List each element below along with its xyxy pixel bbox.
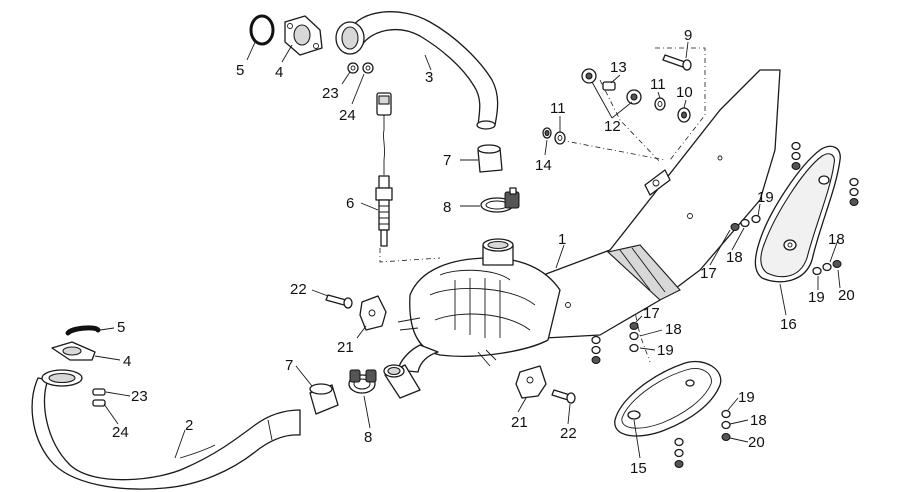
part-upper-pipe	[335, 11, 499, 130]
part-washer-11-left	[554, 131, 566, 145]
part-washers-center-17-18-19	[591, 322, 639, 364]
label-part-22: 22	[560, 425, 577, 442]
label-part-15: 15	[630, 460, 647, 477]
part-bolt-9	[662, 54, 692, 71]
part-grommet-12	[581, 68, 642, 105]
label-part-5: 5	[236, 62, 244, 79]
label-part-11: 11	[650, 76, 666, 93]
part-bolt-22-lower	[551, 389, 576, 404]
part-lower-connector	[383, 364, 421, 399]
label-part-4: 4	[123, 353, 131, 370]
part-bracket-21-lower	[515, 365, 547, 399]
label-part-17: 17	[643, 305, 660, 322]
label-part-18: 18	[726, 249, 743, 266]
part-nut-23-lower	[92, 388, 106, 396]
part-seal-ring-lower	[65, 325, 101, 336]
label-part-17: 17	[700, 265, 717, 282]
label-part-11: 11	[550, 100, 566, 117]
part-sleeve-top	[477, 144, 503, 173]
label-part-19: 19	[757, 189, 774, 206]
part-bracket-21-upper	[359, 295, 387, 331]
label-part-21: 21	[337, 339, 354, 356]
label-part-8: 8	[443, 199, 451, 216]
part-nut-23-top	[347, 62, 359, 74]
label-part-23: 23	[322, 85, 339, 102]
part-flange-lower	[51, 341, 96, 361]
part-seal-ring-top	[249, 14, 275, 46]
label-part-14: 14	[535, 157, 552, 174]
label-part-2: 2	[185, 417, 193, 434]
part-washers-15-bottom	[674, 437, 684, 468]
label-part-21: 21	[511, 414, 528, 431]
label-part-24: 24	[339, 107, 356, 124]
callout-labels: 1 2 3 4 4 5 5 6 7 7 8 8 9 10 11 11 12 13…	[112, 27, 855, 477]
label-part-7: 7	[443, 152, 451, 169]
label-part-18: 18	[750, 412, 767, 429]
label-part-1: 1	[558, 231, 566, 248]
part-bolt-22-upper	[325, 294, 353, 309]
part-heat-shield-16	[754, 145, 841, 283]
label-part-7: 7	[285, 357, 293, 374]
label-part-23: 23	[131, 388, 148, 405]
part-washers-17-18-19-upper	[687, 213, 761, 231]
part-screw-14	[542, 127, 552, 139]
label-part-18: 18	[828, 231, 845, 248]
label-part-6: 6	[346, 195, 354, 212]
part-nut-24-lower	[92, 399, 106, 407]
label-part-5: 5	[117, 319, 125, 336]
part-clamp-lower	[348, 369, 377, 394]
part-washer-stack-16-right	[849, 177, 859, 206]
part-clamp-top	[480, 187, 520, 213]
label-part-16: 16	[780, 316, 797, 333]
part-washers-15-right	[721, 409, 731, 441]
leader-lines	[94, 39, 841, 459]
part-spacer-13	[602, 81, 616, 91]
label-part-12: 12	[604, 118, 621, 135]
label-part-9: 9	[684, 27, 692, 44]
label-part-22: 22	[290, 281, 307, 298]
label-part-13: 13	[610, 59, 627, 76]
label-part-3: 3	[425, 69, 433, 86]
label-part-10: 10	[676, 84, 693, 101]
label-part-20: 20	[748, 434, 765, 451]
part-sleeve-lower	[309, 383, 339, 415]
part-washers-18-19-20-right	[812, 260, 842, 276]
part-heat-shield-15	[614, 360, 722, 437]
part-washer-stack-16-top	[791, 141, 801, 170]
part-silencer	[397, 69, 781, 373]
label-part-24: 24	[112, 424, 129, 441]
label-part-8: 8	[364, 429, 372, 446]
part-nut-10	[677, 107, 691, 123]
label-part-19: 19	[657, 342, 674, 359]
part-header-pipe	[31, 369, 301, 490]
label-part-18: 18	[665, 321, 682, 338]
label-part-20: 20	[838, 287, 855, 304]
label-part-19: 19	[738, 389, 755, 406]
label-part-19: 19	[808, 289, 825, 306]
label-part-4: 4	[275, 64, 283, 81]
part-washer-11-upper	[654, 97, 666, 111]
part-nut-24-top	[362, 62, 374, 74]
part-flange-top	[284, 15, 323, 56]
part-lambda-sensor	[375, 92, 393, 247]
